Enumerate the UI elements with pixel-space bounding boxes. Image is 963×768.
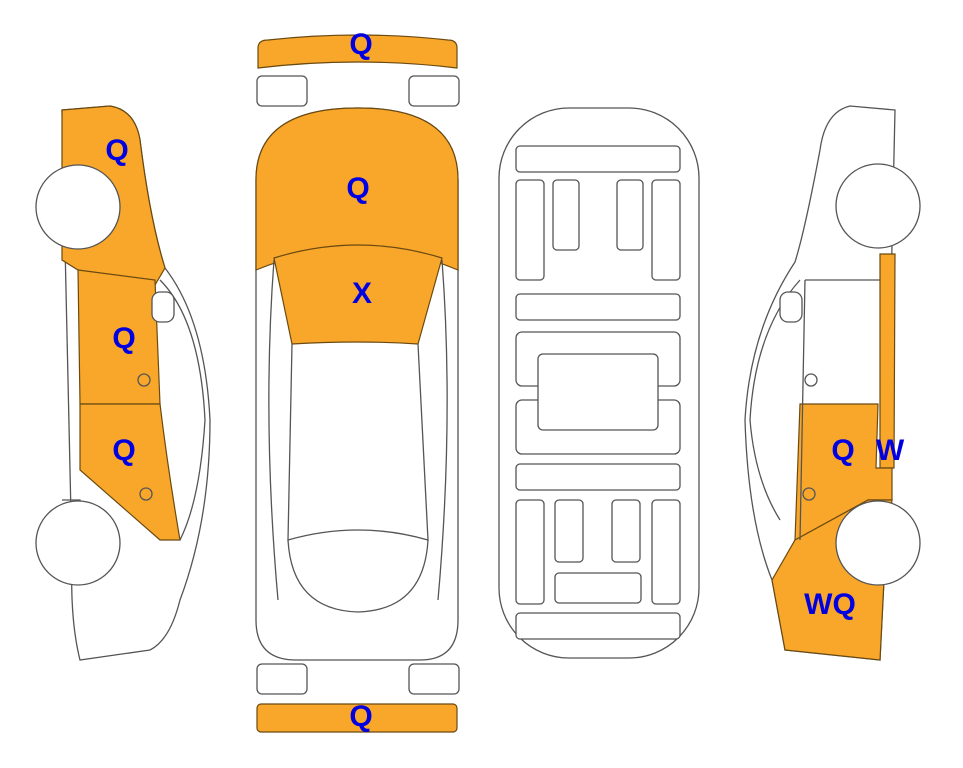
- taillight-left: [256, 663, 308, 695]
- right-door-front: [799, 279, 806, 541]
- right-front-wheel: [835, 163, 921, 249]
- left-side-view: Q Q Q: [35, 105, 211, 661]
- underside-part: [651, 499, 681, 605]
- right-rocker-panel[interactable]: [879, 253, 896, 469]
- left-window-line: [159, 279, 206, 541]
- underside-part: [515, 499, 545, 605]
- side-line-left: [268, 259, 279, 601]
- underside-part: [515, 463, 681, 491]
- right-rear-wheel: [835, 500, 921, 586]
- left-rear-wheel: [35, 500, 121, 586]
- underside-part: [651, 179, 681, 281]
- left-rear-door-handle: [139, 487, 153, 501]
- windshield-panel[interactable]: [273, 244, 443, 345]
- rear-bumper-panel[interactable]: [256, 703, 458, 733]
- right-mirror: [779, 291, 803, 323]
- rear-bumper-mark: Q: [349, 700, 372, 733]
- rear-window: [287, 539, 429, 613]
- left-front-door-handle: [137, 373, 151, 387]
- underside-part: [611, 499, 641, 563]
- right-window-line: [749, 279, 801, 521]
- underside-part: [616, 179, 644, 251]
- underside-part: [515, 145, 681, 173]
- windshield-mark: X: [352, 277, 372, 310]
- left-rear-door-mark: Q: [112, 434, 135, 467]
- front-bumper-mark: Q: [349, 28, 372, 61]
- left-front-fender-mark: Q: [105, 134, 128, 167]
- right-rear-door-mark: Q: [831, 434, 854, 467]
- right-side-view: Q W WQ: [744, 105, 921, 661]
- top-view: Q Q X Q: [255, 28, 460, 733]
- underside-part: [515, 293, 681, 321]
- right-rear-door-handle: [802, 487, 816, 501]
- hood-mark: Q: [346, 172, 369, 205]
- right-rocker-mark: W: [876, 434, 905, 467]
- underside-part: [554, 572, 642, 604]
- underside-part: [537, 353, 659, 431]
- underside-part: [552, 179, 580, 251]
- underside-view: [498, 107, 700, 659]
- headlight-right: [408, 75, 460, 107]
- right-rear-quarter-mark: WQ: [804, 588, 856, 621]
- side-line-right: [437, 259, 448, 601]
- front-bumper-panel[interactable]: [257, 34, 458, 69]
- cabin-roof: [287, 343, 429, 541]
- right-front-door-handle: [804, 373, 818, 387]
- underside-part: [554, 499, 584, 563]
- underside-part: [515, 612, 681, 640]
- left-mirror: [151, 291, 175, 323]
- left-front-wheel: [35, 164, 121, 250]
- taillight-right: [408, 663, 460, 695]
- underside-part: [515, 179, 545, 281]
- headlight-left: [256, 75, 308, 107]
- left-front-door-mark: Q: [112, 322, 135, 355]
